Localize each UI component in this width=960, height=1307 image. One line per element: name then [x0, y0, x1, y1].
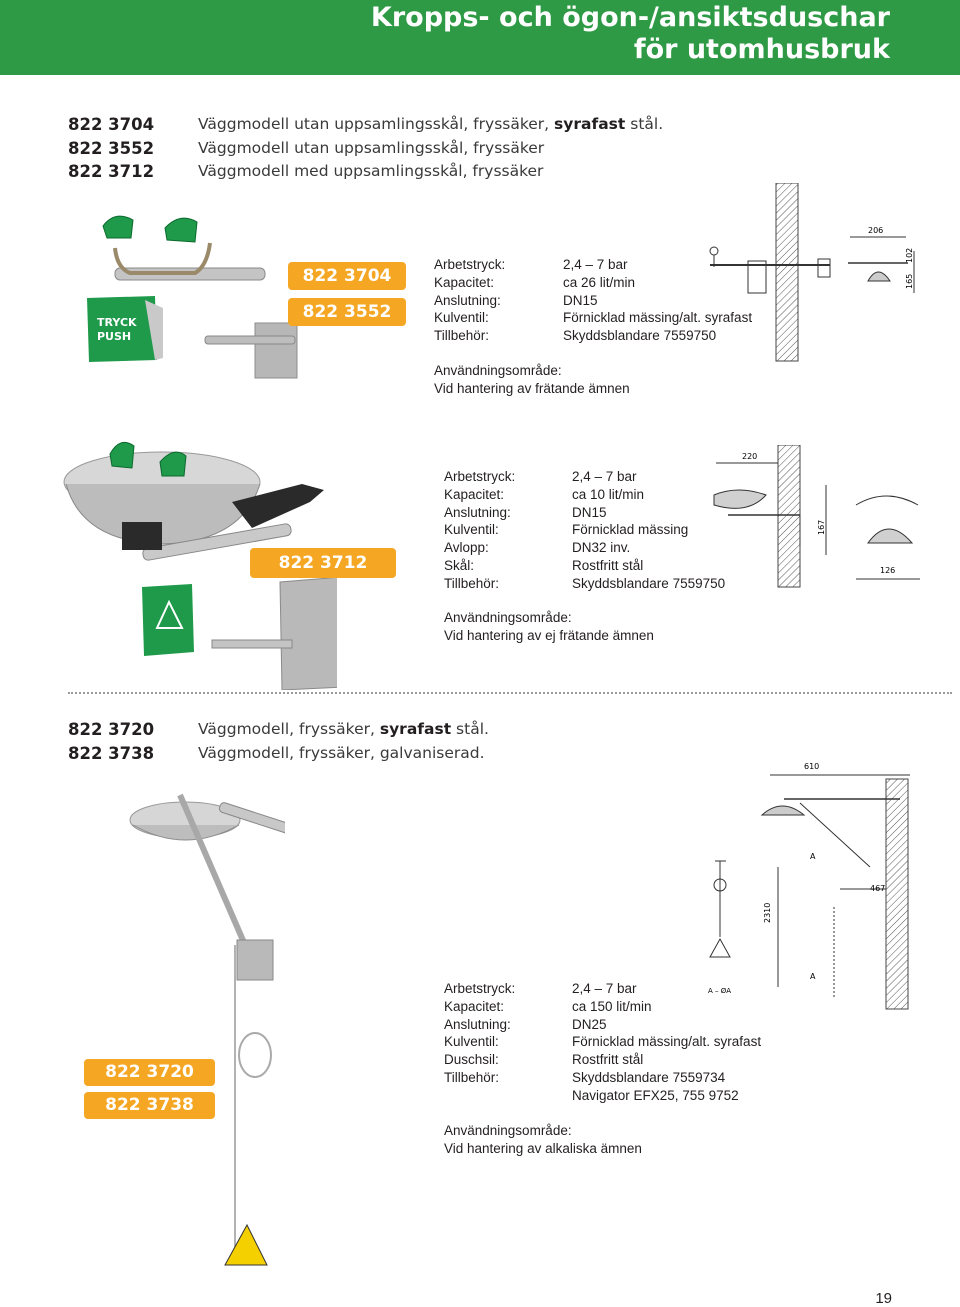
title-line-1: Kropps- och ögon-/ansiktsduschar [370, 2, 890, 33]
product-code: 822 3704 [68, 115, 155, 134]
sign-label-1: TRYCK [97, 316, 137, 329]
dim-height-2: 126 [880, 566, 895, 575]
dim-height-1: 167 [817, 520, 826, 535]
usage-area-2: Användningsområde: Vid hantering av ej f… [444, 609, 654, 645]
product-description: Väggmodell utan uppsamlingsskål, fryssäk… [198, 115, 664, 133]
product-description: Väggmodell utan uppsamlingsskål, fryssäk… [198, 138, 545, 157]
product-description: Väggmodell, fryssäker, syrafast stål. [198, 720, 489, 738]
product-badge: 822 3552 [288, 298, 406, 326]
usage-area-3: Användningsområde: Vid hantering av alka… [444, 1122, 642, 1158]
dim-arm: 467 [870, 884, 885, 893]
usage-label: Användningsområde: [444, 1123, 572, 1138]
mark-a: A [810, 852, 816, 861]
product-description: Väggmodell, fryssäker, galvaniserad. [198, 743, 485, 762]
usage-text: Vid hantering av ej frätande ämnen [444, 627, 654, 643]
emergency-sign [142, 584, 194, 656]
product-badge: 822 3738 [84, 1092, 215, 1119]
product-code: 822 3738 [68, 743, 155, 763]
usage-area-1: Användningsområde: Vid hantering av frät… [434, 362, 630, 398]
section-divider [68, 692, 952, 694]
eyewash-photo-1: TRYCK PUSH [87, 215, 298, 379]
dim-height-2: 102 [905, 248, 914, 263]
product-code: 822 3552 [68, 138, 155, 158]
technical-drawing-1: 206 165 102 [709, 183, 915, 362]
page-title: Kropps- och ögon-/ansiktsduschar för uto… [371, 2, 890, 66]
sign-label-2: PUSH [97, 330, 131, 343]
usage-text: Vid hantering av alkaliska ämnen [444, 1140, 642, 1156]
product-badge: 822 3720 [84, 1059, 215, 1086]
page-header: Kropps- och ögon-/ansiktsduschar för uto… [0, 0, 960, 75]
product-code: 822 3712 [68, 162, 155, 181]
technical-drawing-2: 220 167 126 [713, 445, 920, 588]
safety-shower-photo [129, 793, 285, 1266]
tryck-push-sign: TRYCK PUSH [87, 296, 163, 362]
dim-width: 220 [742, 452, 757, 461]
page-number: 19 [875, 1290, 892, 1307]
dim-width: 206 [868, 226, 883, 235]
dim-width: 610 [804, 762, 819, 771]
product-code: 822 3720 [68, 720, 155, 739]
usage-label: Användningsområde: [434, 363, 562, 378]
usage-label: Användningsområde: [444, 610, 572, 625]
eyewash-photo-2 [63, 441, 337, 690]
dim-height-1: 165 [905, 274, 914, 289]
title-line-2: för utomhusbruk [633, 34, 890, 65]
dim-height: 2310 [763, 903, 772, 923]
section-label: A – ØA [708, 987, 731, 995]
product-badge: 822 3712 [250, 548, 396, 578]
technical-drawing-3: 610 A 467 2310 A A – ØA [708, 762, 910, 1010]
usage-text: Vid hantering av frätande ämnen [434, 380, 630, 396]
mark-a-2: A [810, 972, 816, 981]
product-badge: 822 3704 [288, 262, 406, 290]
product-description: Väggmodell med uppsamlingsskål, fryssäke… [198, 162, 544, 180]
